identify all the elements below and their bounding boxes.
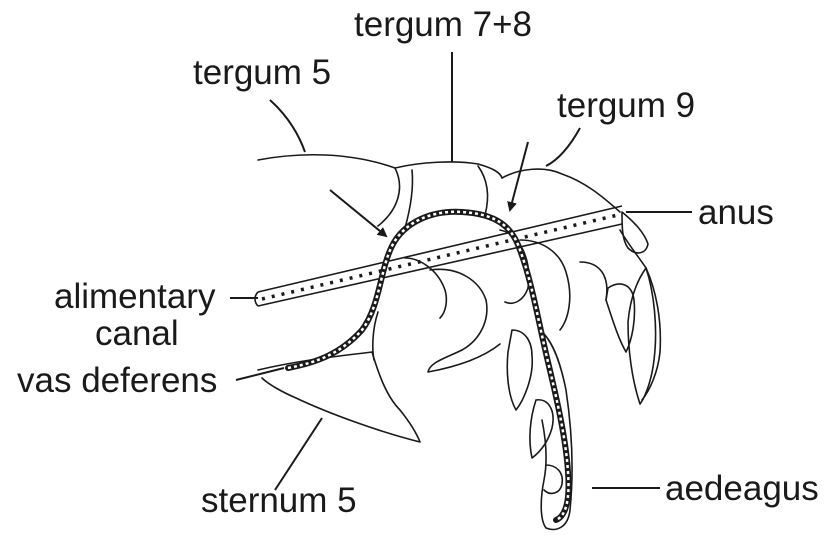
- segment-line-a: [405, 170, 413, 228]
- label-tergum-5: tergum 5: [193, 53, 331, 92]
- leader-tergum-5: [270, 100, 305, 152]
- leader-tergum-9: [546, 128, 580, 166]
- cercus-left: [606, 284, 635, 352]
- capsule-fold: [428, 269, 500, 372]
- label-tergum-9: tergum 9: [557, 86, 695, 125]
- label-alimentary: alimentary: [54, 277, 216, 316]
- label-tergum-7-8: tergum 7+8: [354, 5, 532, 44]
- label-vas-deferens: vas deferens: [17, 361, 217, 400]
- tergum-7-8-plate: [395, 162, 502, 178]
- label-sternum-5: sternum 5: [201, 481, 357, 520]
- sternum-fold: [373, 312, 378, 360]
- label-aedeagus: aedeagus: [665, 469, 819, 508]
- arrow-right: [510, 142, 528, 210]
- sternum-5-plate: [258, 352, 420, 442]
- capsule-fold-b: [405, 258, 446, 318]
- segment-line-b: [478, 166, 488, 215]
- leader-sternum-5: [275, 418, 322, 490]
- anus-knob: [622, 212, 648, 253]
- label-anus: anus: [698, 193, 774, 232]
- tergum-5-plate: [258, 155, 400, 226]
- paramere-hook: [507, 330, 532, 410]
- arrow-left: [330, 190, 386, 236]
- canal-lower-edge: [258, 224, 622, 306]
- alimentary-canal: [255, 206, 622, 306]
- label-canal: canal: [95, 314, 179, 353]
- aedeagus-tip: [544, 465, 562, 493]
- canal-dots: [262, 215, 618, 299]
- paramere-spike: [530, 400, 553, 458]
- capsule-lobe-b: [580, 262, 607, 300]
